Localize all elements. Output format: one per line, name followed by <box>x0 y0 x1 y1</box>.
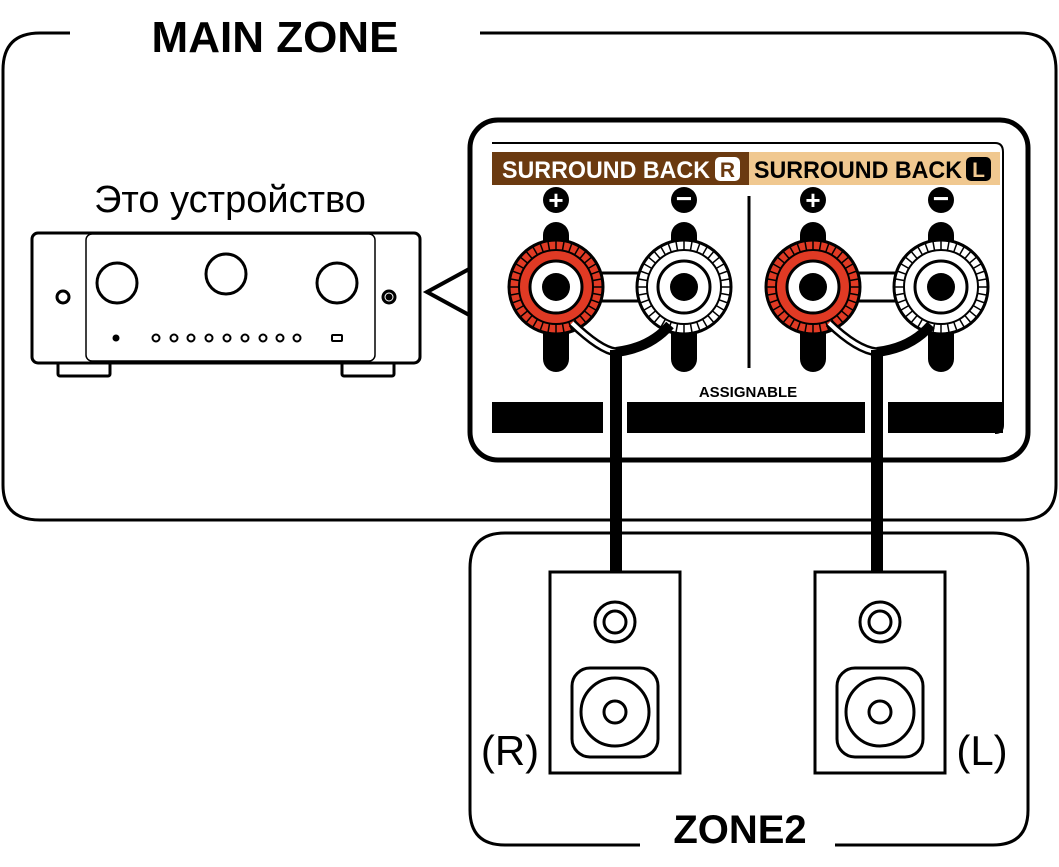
minus-sign: − <box>933 183 949 214</box>
header-surround-back-l <box>749 152 1000 185</box>
header-r-badge: R <box>720 159 735 182</box>
minus-sign: − <box>676 183 692 214</box>
main-zone-title: MAIN ZONE <box>152 13 399 62</box>
speaker-r <box>548 570 682 775</box>
receiver-illustration <box>30 231 422 378</box>
speaker-terminal-l-plus: + <box>764 185 862 372</box>
main-zone-frame <box>1 31 1058 522</box>
plus-icon <box>800 187 826 213</box>
speaker-cable-r <box>568 319 674 575</box>
speaker-terminal-r-minus: − <box>635 183 733 372</box>
minus-icon <box>928 187 954 213</box>
header-l-badge: L <box>972 159 985 182</box>
minus-icon <box>671 187 697 213</box>
plus-sign: + <box>805 185 820 215</box>
speaker-l-label: (L) <box>956 727 1007 774</box>
speaker-l <box>813 570 947 775</box>
header-surround-back-r <box>492 152 749 185</box>
header-r-label: SURROUND BACK <box>502 157 711 184</box>
zone2-title: ZONE2 <box>673 808 806 852</box>
speaker-cable-l <box>825 319 935 575</box>
assignable-label: ASSIGNABLE <box>699 384 797 401</box>
plus-icon <box>543 187 569 213</box>
callout-pointer <box>422 266 472 318</box>
device-label: Это устройство <box>94 179 366 221</box>
zone2-frame <box>468 531 1030 847</box>
header-l-label: SURROUND BACK <box>754 157 963 184</box>
speaker-terminal-r-plus: + <box>507 185 605 372</box>
speaker-terminal-l-minus: − <box>892 183 990 372</box>
speaker-r-label: (R) <box>481 727 539 774</box>
plus-sign: + <box>548 185 563 215</box>
